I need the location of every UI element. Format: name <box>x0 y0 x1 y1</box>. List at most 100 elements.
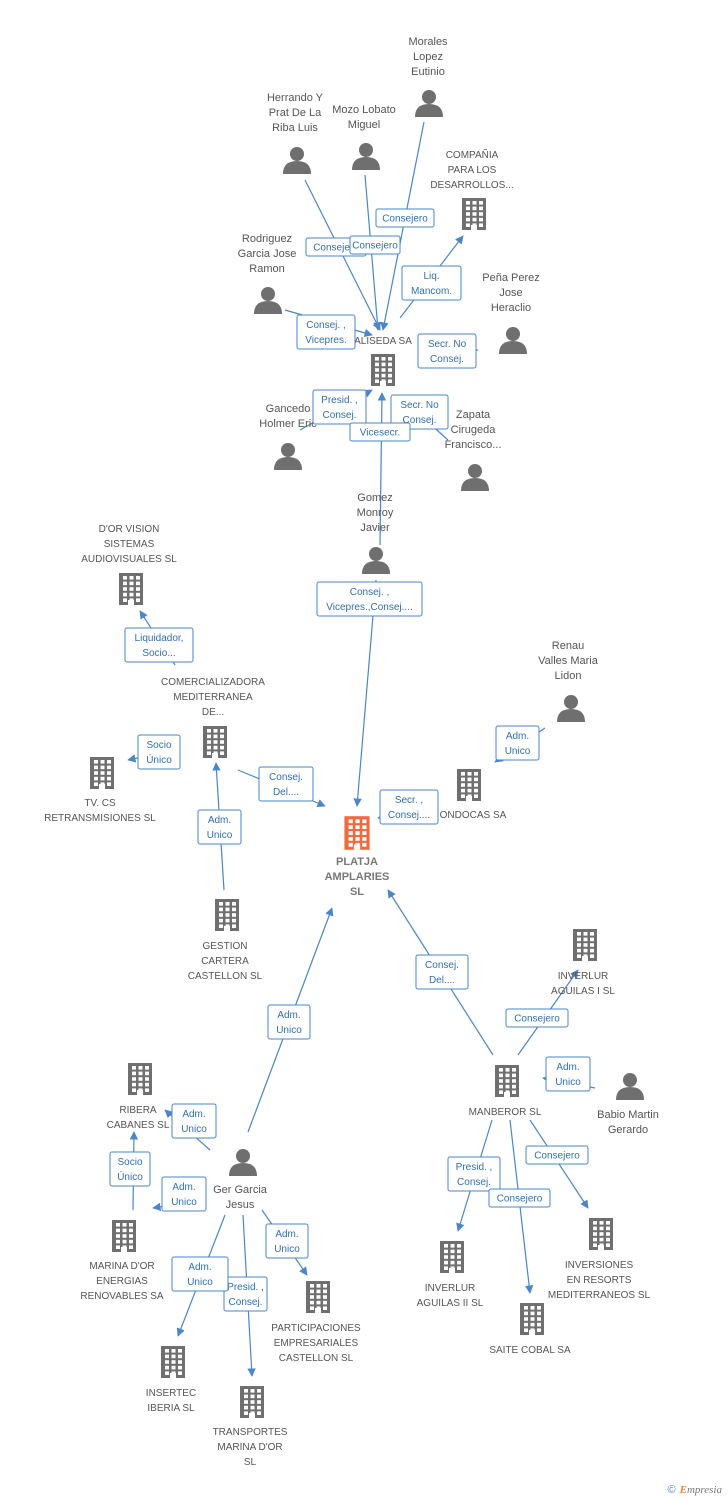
building-window <box>479 206 483 211</box>
edge-label-box <box>375 208 435 228</box>
edge-role-label[interactable]: Adm.Unico <box>495 725 540 761</box>
building-icon <box>344 816 370 850</box>
edge-label-text: Consej. <box>269 772 303 783</box>
edge-role-label[interactable]: Presid. ,Consej. <box>312 389 367 425</box>
building-window <box>132 1077 136 1081</box>
edge-role-label[interactable]: Consejero <box>525 1145 589 1165</box>
building-window <box>461 794 465 798</box>
building-window <box>375 368 379 372</box>
building-window <box>590 954 594 958</box>
edge-role-label[interactable]: Liq.Mancom. <box>401 265 462 301</box>
edge-role-label[interactable]: Consejero <box>375 208 435 228</box>
node-label: Miguel <box>348 119 380 131</box>
edge-arrow <box>377 392 387 546</box>
edge-role-label[interactable]: Adm.Unico <box>267 1004 311 1040</box>
building-window <box>512 1073 516 1078</box>
company-node[interactable]: ALISEDA SA <box>354 336 412 386</box>
edge-role-label[interactable]: Consej.Del.... <box>258 766 314 802</box>
building-window <box>165 1365 169 1370</box>
building-window <box>171 1349 176 1353</box>
building-window <box>323 1306 327 1310</box>
edge-role-label[interactable]: Consej. ,Vicepres. <box>296 314 356 350</box>
building-window <box>479 217 483 222</box>
edge-label-box <box>401 265 462 301</box>
edge-role-label[interactable]: Consej. ,Vicepres.,Consej.... <box>316 581 423 617</box>
building-window <box>444 1260 448 1265</box>
edge-role-label[interactable]: Adm.Unico <box>171 1103 217 1139</box>
edge-role-label[interactable]: Vicesecr. <box>349 422 411 442</box>
building-window <box>213 740 218 744</box>
edge-role-label[interactable]: Consej.Del.... <box>415 954 469 990</box>
edge-role-label[interactable]: Consejero <box>488 1188 551 1208</box>
building-window <box>537 1317 541 1321</box>
building-window <box>606 1237 610 1242</box>
edge-role-label[interactable]: Liquidador,Socio... <box>124 627 194 663</box>
node-label: PARTICIPACIONES <box>271 1323 361 1334</box>
company-node[interactable]: ONDOCAS SA <box>440 769 507 821</box>
edge-role-label[interactable]: Adm.Unico <box>197 809 242 845</box>
edge-role-label[interactable]: Consejero <box>505 1008 569 1028</box>
company-node[interactable]: COMERCIALIZADORAMEDITERRANEADE... <box>161 677 265 758</box>
building-window <box>375 379 379 383</box>
building-window <box>116 1239 120 1244</box>
person-body <box>362 561 390 574</box>
building-window <box>232 913 236 917</box>
node-label: CARTERA <box>201 956 249 967</box>
edge-role-label[interactable]: Adm.Unico <box>545 1056 591 1092</box>
building-window <box>593 1232 597 1236</box>
building-window <box>123 576 127 580</box>
building-window <box>375 362 379 367</box>
edge-role-label[interactable]: Adm.Unico <box>171 1256 229 1292</box>
building-window <box>129 581 134 586</box>
building-window <box>244 1400 248 1404</box>
node-label: Valles Maria <box>538 655 599 667</box>
person-body <box>415 104 443 117</box>
edge-label-text: Consej. <box>229 1297 263 1308</box>
building-window <box>461 783 465 787</box>
edge-label-text: Consejero <box>382 214 428 225</box>
company-node[interactable]: SAITE COBAL SA <box>489 1303 571 1356</box>
building-window <box>171 1354 176 1359</box>
building-window <box>599 1226 604 1231</box>
company-node[interactable]: MANBEROR SL <box>469 1065 542 1118</box>
edge-role-label[interactable]: Adm.Unico <box>265 1223 309 1259</box>
person-node[interactable]: ZapataCirugedaFrancisco... <box>445 409 502 491</box>
edge-role-label[interactable]: Presid. ,Consej. <box>447 1156 501 1192</box>
node-label: ONDOCAS SA <box>440 810 507 821</box>
building-window <box>316 1289 321 1294</box>
node-label: IBERIA SL <box>147 1403 195 1414</box>
building-door <box>224 926 230 931</box>
edge-role-label[interactable]: Adm.Unico <box>161 1176 207 1212</box>
edge-role-label[interactable]: Presid. ,Consej. <box>223 1276 268 1312</box>
edge-role-label[interactable]: Secr. ,Consej.... <box>379 789 439 825</box>
edge-role-label[interactable]: Consejero <box>349 235 401 255</box>
